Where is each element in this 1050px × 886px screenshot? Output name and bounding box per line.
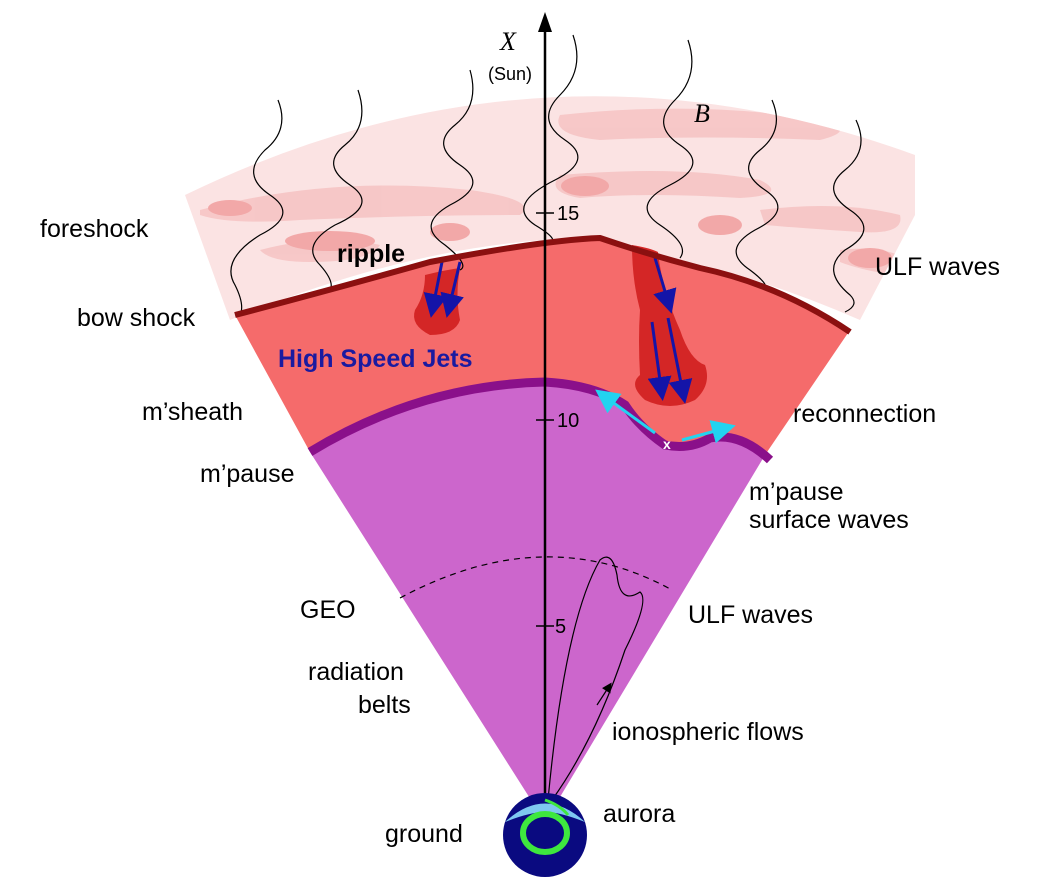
label-mpause-surface-2: surface waves [749,506,909,534]
label-reconnection: reconnection [793,400,936,428]
high-speed-jet-left [414,261,464,335]
axis-variable: X [499,27,517,56]
label-high-speed-jets: High Speed Jets [278,345,473,373]
label-ground: ground [385,820,463,848]
geo-orbit-line [399,556,673,599]
tick-label-5: 5 [555,616,566,638]
tick-label-10: 10 [557,410,579,432]
x-axis: 15 10 5 X (Sun) [488,12,579,800]
bow-shock-line [234,234,852,335]
label-mpause: m’pause [200,460,295,488]
field-label-b: B [694,99,710,128]
aurora-oval [520,811,570,855]
earth [503,793,587,877]
ionospheric-flow-arrow [596,682,612,706]
magnetic-field-lines [230,34,865,316]
reconnection-flows: x [595,389,736,452]
tick-label-15: 15 [557,203,579,225]
label-msheath: m’sheath [142,398,243,426]
label-ulf-waves-inner: ULF waves [688,601,813,629]
label-foreshock: foreshock [40,215,149,243]
label-ripple: ripple [337,240,405,268]
label-aurora: aurora [603,800,675,828]
label-ulf-waves-top: ULF waves [875,253,1000,281]
label-mpause-surface-1: m’pause [749,478,844,506]
high-speed-jet-right [632,245,708,406]
label-ionospheric-flows: ionospheric flows [612,718,804,746]
ulf-field-line [547,556,644,801]
axis-unit: (Sun) [488,64,532,84]
label-bow-shock: bow shock [77,304,196,332]
label-geo: GEO [300,596,356,624]
label-belts: belts [358,691,411,719]
reconnection-x-mark: x [663,436,671,452]
label-radiation: radiation [308,658,404,686]
magnetosphere-region [310,382,765,822]
magnetosheath-region [235,238,850,455]
